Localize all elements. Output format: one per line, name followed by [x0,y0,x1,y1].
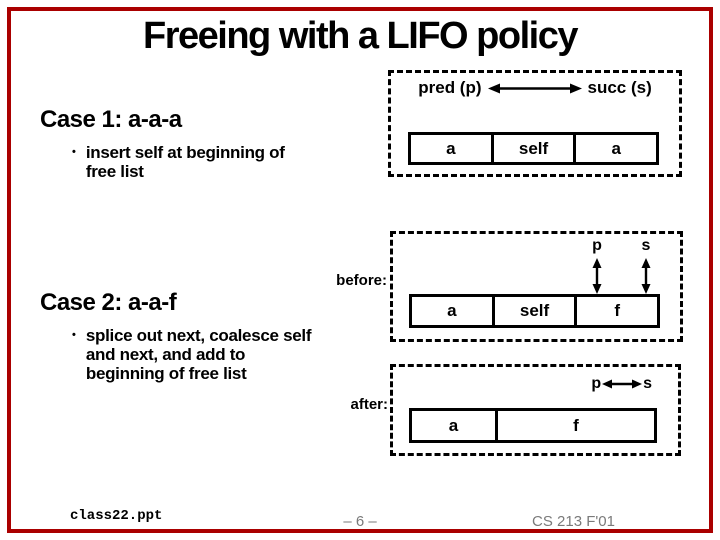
bullet-icon: • [72,146,76,158]
mem-cell: f [614,301,621,320]
mem-cell: f [573,415,579,435]
s-pointer-label: s [643,375,652,392]
after-label: after: [350,396,388,413]
before-label: before: [336,272,387,289]
case1-bullet-text: insert self at beginning of free list [85,143,285,181]
mem-cell: a [412,411,498,440]
succ-label: succ (s) [587,78,652,97]
bullet-icon: • [72,329,76,341]
mem-cell: self [495,297,578,325]
case1-bullet: • insert self at beginning of free list [40,143,340,181]
diagram2-dashed-box: p s a self f [390,231,683,342]
diagram3-pointer-row: p s [591,375,652,393]
case2-bullet-text: splice out next, coalesce self and next,… [85,326,312,383]
vertical-double-arrow-icon [591,258,603,294]
slide-title: Freeing with a LIFO policy [143,15,578,57]
case2-block: Case 2: a-a-f • splice out next, coalesc… [40,289,340,383]
diagram2-memory-rect: a self f [409,294,660,328]
case1-heading: Case 1: a-a-a [40,106,182,133]
s-pointer-label: s [641,237,651,254]
diagram1-header: pred (p) succ (s) [391,78,679,98]
diagram1-dashed-box: pred (p) succ (s) a self a [388,70,682,177]
double-arrow-icon [487,82,582,95]
mem-cell: a [411,135,494,162]
case1-block: Case 1: a-a-a • insert self at beginning… [40,106,340,181]
case2-heading: Case 2: a-a-f [40,289,177,316]
case2-bullet: • splice out next, coalesce self and nex… [40,326,340,383]
double-arrow-icon [602,378,643,390]
footer-course-label: CS 213 F'01 [532,513,615,530]
mem-cell: a [611,138,621,158]
vertical-double-arrow-icon [640,258,652,294]
mem-cell: a [412,297,495,325]
p-pointer-label: p [592,237,602,254]
pred-label: pred (p) [418,78,482,97]
p-pointer-label: p [591,375,602,392]
diagram3-dashed-box: p s a f [390,364,681,456]
footer-page-number: – 6 – [343,513,377,530]
footer-filename: class22.ppt [70,508,163,524]
diagram1-memory-rect: a self a [408,132,659,165]
diagram3-memory-rect: a f [409,408,657,443]
mem-cell: self [494,135,577,162]
